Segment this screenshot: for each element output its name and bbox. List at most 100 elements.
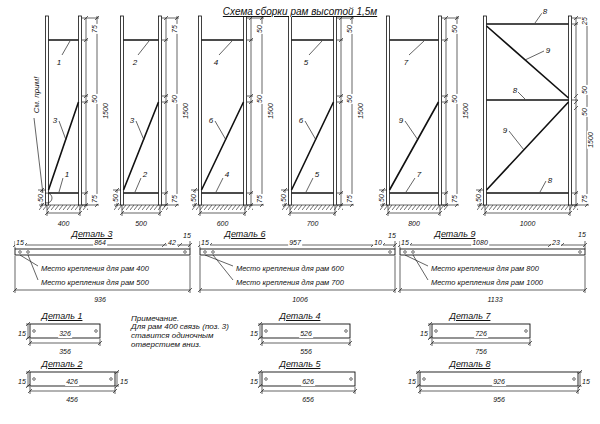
detail-drawing [265,378,268,381]
dimension-value: 75 [451,194,459,204]
detail-drawing [26,370,119,393]
frame-scheme [281,16,354,216]
label-holder: 8 [547,169,553,187]
detail-drawing [19,251,22,254]
dimension-value: 500 [134,220,148,228]
detail-drawing [398,243,587,292]
detail-drawing [198,243,397,292]
detail-drawing [258,322,352,346]
detail-drawing [204,251,207,254]
label-holder: 75 [83,24,101,34]
detail-heading: Деталь 4 [279,312,322,322]
frame-scheme [191,16,264,216]
label-holder: 9 [545,39,551,57]
label-holder: 1500 [174,102,192,120]
label-holder: Деталь 1 [41,305,84,323]
mount-note: Место крепления для рам 800 [430,265,540,273]
mount-note: Место крепления для рам 700 [235,279,345,287]
detail-drawing [198,241,397,293]
label-holder: 526 [299,322,313,340]
detail-drawing [579,251,582,254]
detail-heading: Деталь 1 [41,312,84,322]
dimension-value: 1080 [471,239,489,247]
callout-number: 1 [64,171,70,180]
label-holder: 15 [17,322,27,340]
dimension-value: 50 [171,94,179,104]
dimension-value: 50 [451,94,459,104]
detail-drawing [30,324,100,338]
frame-scheme [199,16,202,205]
label-holder: 15 [400,231,410,249]
label-holder: Деталь 2 [41,353,84,371]
dimension-value: 400 [57,220,71,228]
dimension-value: 15 [387,232,397,240]
label-holder: 626 [301,370,315,388]
frame-scheme [281,16,354,216]
label-holder: 75 [248,194,266,204]
dimension-value: 1133 [486,296,503,304]
label-holder: 15 [15,231,25,249]
dimension-value: 15 [581,378,591,386]
frame-scheme [113,16,179,216]
dimension-value: 50 [91,94,99,104]
detail-drawing [13,243,192,292]
label-holder: 15 [407,370,417,388]
dimension-value: 10 [373,239,383,247]
detail-drawing [258,372,355,394]
dimension-value: 25 [581,16,589,26]
label-holder: 75 [163,24,181,34]
dimension-value: 50 [256,24,264,34]
frame-scheme [380,205,448,210]
detail-drawing [389,251,392,254]
detail-drawing [265,330,268,333]
label-holder: 50 [182,193,200,203]
label-holder: 800 [407,212,421,230]
detail-drawing [262,372,355,386]
label-holder: Место крепления для рам 600 [235,257,345,275]
detail-heading: Деталь 3 [71,230,114,240]
frame-scheme [569,16,572,205]
label-holder: 1006 [291,288,309,306]
label-holder: 75 [573,194,591,204]
dimension-value: 1500 [267,102,275,120]
frame-scheme [193,16,264,215]
callout-number: 9 [502,127,508,136]
detail-drawing [212,251,215,254]
detail-drawing [400,241,585,293]
dimension-value: 50 [581,107,589,117]
label-holder: 926 [492,370,506,388]
dimension-value: 50 [346,94,354,104]
dimension-value: 426 [65,378,79,386]
detail-drawing [26,324,100,346]
frame-scheme [121,16,124,205]
callout-number: 2 [142,171,148,180]
label-holder: 50 [29,193,47,203]
dimension-value: 15 [15,239,25,247]
label-holder: 4 [213,51,219,69]
detail-heading: Деталь 9 [434,230,477,240]
label-holder: 500 [134,212,148,230]
callout-number: 5 [303,59,309,68]
detail-drawing [200,241,395,293]
dimension-value: 15 [119,378,129,386]
frame-scheme [509,13,546,192]
frame-scheme [39,205,88,210]
detail-heading: Деталь 2 [41,360,84,370]
frame-scheme [289,16,292,205]
detail-drawing [33,330,36,333]
dimension-value: 1500 [462,102,470,120]
callout-number: 2 [132,59,138,68]
callout-number: 4 [224,171,230,180]
label-holder: Деталь 5 [279,353,322,371]
detail-drawing [26,322,102,346]
frame-scheme [34,16,99,216]
label-holder: 9 [502,119,508,137]
label-holder: 15 [581,370,591,388]
callout-number: 8 [512,87,518,96]
dimension-value: 556 [299,348,313,356]
callout-number: 1 [56,59,62,68]
detail-drawing [428,322,532,345]
detail-drawing [428,324,530,346]
dimension-value: 23 [551,239,561,247]
